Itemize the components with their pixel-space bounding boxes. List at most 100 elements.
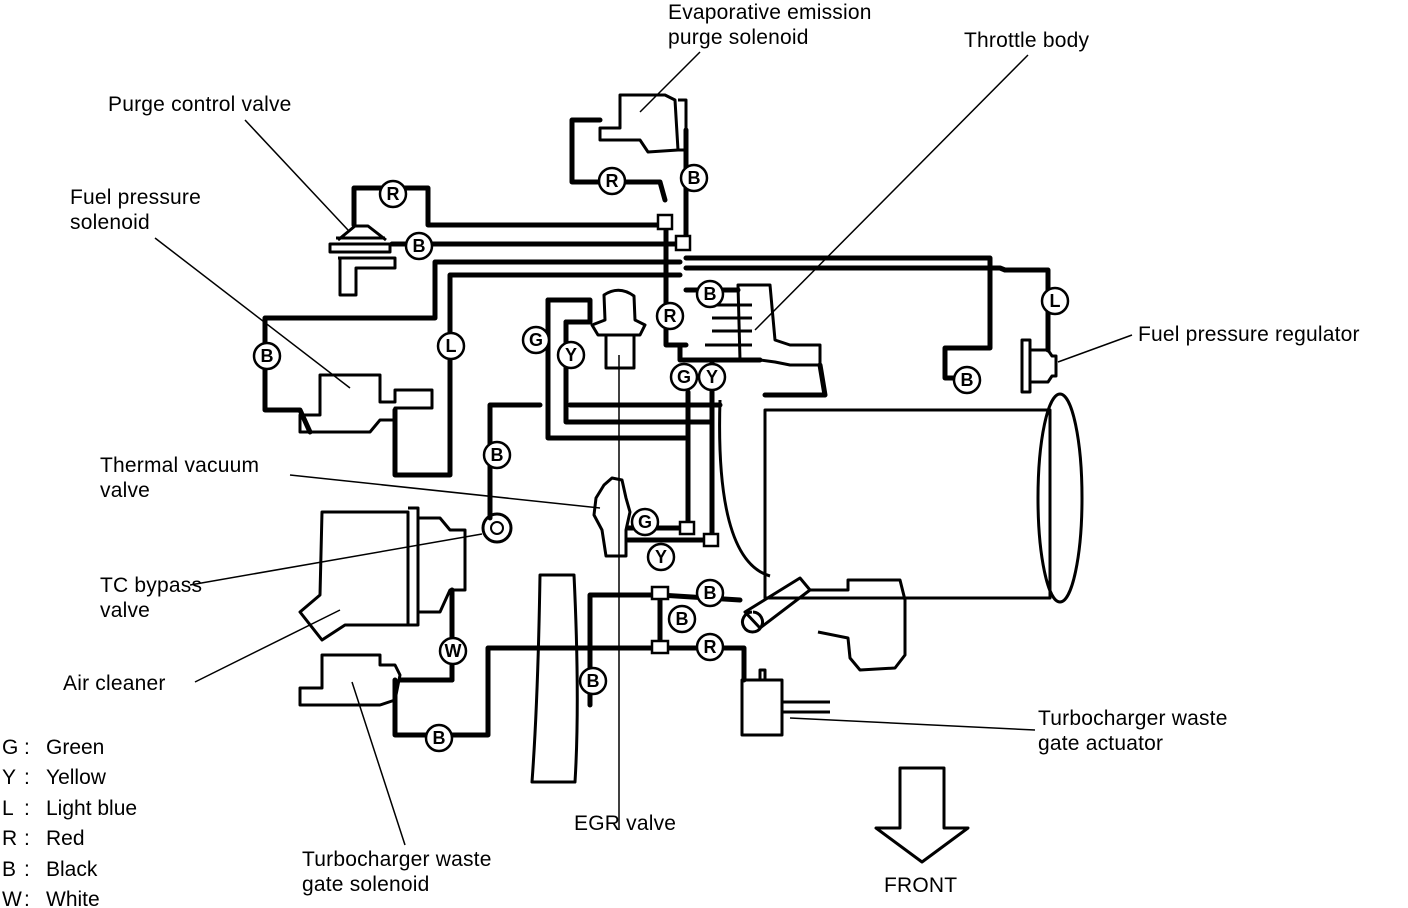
- turbocharger: [741, 576, 907, 672]
- throttle-body: [736, 283, 822, 367]
- label-front: FRONT: [884, 874, 957, 897]
- svg-text:Light blue: Light blue: [46, 797, 137, 820]
- hose-l-vertical: [392, 272, 683, 478]
- hose-tag: B: [695, 279, 725, 309]
- svg-text::: :: [24, 797, 30, 820]
- label-purge-control-valve: Purge control valve: [108, 93, 292, 116]
- svg-text:G: G: [638, 512, 652, 532]
- svg-text:B: B: [413, 236, 426, 256]
- hose-tag: W: [438, 636, 468, 666]
- label-thermal-line1: Thermal vacuum: [100, 454, 259, 477]
- intake-plenum: [718, 399, 1052, 600]
- svg-text:Y: Y: [655, 547, 667, 567]
- label-egr-valve: EGR valve: [574, 812, 676, 835]
- hose-tag: B: [667, 604, 697, 634]
- svg-text::: :: [24, 827, 30, 850]
- svg-text:R: R: [704, 637, 717, 657]
- svg-text:Yellow: Yellow: [46, 766, 107, 789]
- components: [298, 93, 1084, 830]
- svg-text:B: B: [587, 671, 600, 691]
- legend-row: R : Red: [2, 827, 85, 850]
- hose-turbo-b-loop: [587, 592, 663, 708]
- color-legend: G : Green Y : Yellow L : Light blue R : …: [2, 736, 137, 908]
- svg-text:B: B: [676, 609, 689, 629]
- svg-text:B: B: [704, 583, 717, 603]
- svg-text:L: L: [2, 797, 14, 820]
- svg-text:Y: Y: [565, 345, 577, 365]
- svg-text:W: W: [445, 641, 462, 661]
- svg-text:Green: Green: [46, 736, 104, 759]
- svg-text:Y: Y: [706, 367, 718, 387]
- hose-tag: G: [669, 362, 699, 392]
- waste-gate-solenoid: [298, 653, 402, 707]
- vacuum-hoses: [262, 117, 1051, 738]
- hose-wg-solenoid-b: [392, 645, 747, 738]
- hose-tags: R B B R B R L B G Y G Y B L B B G Y B B …: [252, 163, 1070, 753]
- legend-row: Y : Yellow: [2, 766, 107, 789]
- hose-tag: R: [655, 301, 685, 331]
- svg-text:R: R: [2, 827, 17, 850]
- hose-tag: Y: [646, 542, 676, 572]
- thermal-vacuum-valve: [592, 476, 632, 558]
- evap-purge-solenoid: [598, 93, 688, 154]
- exhaust-manifold: [530, 573, 579, 784]
- tee-fitting: [650, 585, 670, 601]
- hose-tag: B: [404, 231, 434, 261]
- hose-tag: B: [578, 666, 608, 696]
- legend-row: G : Green: [2, 736, 104, 759]
- plenum-end-cap: [1036, 392, 1084, 604]
- hose-right-drop: [762, 362, 828, 398]
- svg-text:B: B: [961, 370, 974, 390]
- hose-tag: G: [521, 325, 551, 355]
- hose-tag: B: [424, 723, 454, 753]
- svg-text:B: B: [433, 728, 446, 748]
- tc-bypass-valve: [481, 512, 513, 544]
- hose-tag: L: [1040, 286, 1070, 316]
- label-wg-solenoid-line2: gate solenoid: [302, 873, 430, 896]
- legend-row: L : Light blue: [2, 797, 137, 820]
- svg-text:B: B: [491, 445, 504, 465]
- tee-fitting: [650, 639, 670, 655]
- legend-row: W : White: [2, 888, 100, 908]
- tee-fitting: [656, 213, 674, 231]
- purge-control-valve: [328, 224, 397, 297]
- label-wg-actuator-line2: gate actuator: [1038, 732, 1163, 755]
- label-tc-bypass-line1: TC bypass: [100, 574, 202, 597]
- hose-tag: B: [679, 163, 709, 193]
- label-wg-solenoid-line1: Turbocharger waste: [302, 848, 492, 871]
- fuel-pressure-regulator: [1020, 338, 1058, 394]
- hose-tag: R: [695, 632, 725, 662]
- svg-text:L: L: [446, 336, 457, 356]
- label-thermal-line2: valve: [100, 479, 150, 502]
- svg-text:G: G: [529, 330, 543, 350]
- hose-purge-r: [351, 185, 663, 228]
- svg-text:B: B: [688, 168, 701, 188]
- label-evap-line2: purge solenoid: [668, 26, 809, 49]
- svg-text:White: White: [46, 888, 100, 908]
- svg-text:R: R: [664, 306, 677, 326]
- svg-text:R: R: [387, 184, 400, 204]
- svg-text:L: L: [1050, 291, 1061, 311]
- hose-tag: R: [378, 179, 408, 209]
- tee-fittings: [650, 213, 720, 655]
- svg-text::: :: [24, 736, 30, 759]
- hose-fuel-sol-b: [262, 259, 683, 435]
- label-fuel-solenoid-line1: Fuel pressure: [70, 186, 201, 209]
- tee-fitting: [702, 532, 720, 548]
- hose-tag: B: [695, 578, 725, 608]
- hose-tag: B: [482, 440, 512, 470]
- hose-tag: L: [436, 331, 466, 361]
- svg-text:Black: Black: [46, 858, 98, 881]
- svg-text:Y: Y: [2, 766, 16, 789]
- hose-l-regulator: [1002, 267, 1051, 353]
- hose-egr-feed: [545, 297, 593, 325]
- hose-evap-loop: [569, 117, 668, 203]
- svg-text:W: W: [2, 888, 22, 908]
- label-fuel-solenoid-line2: solenoid: [70, 211, 150, 234]
- label-air-cleaner: Air cleaner: [63, 672, 166, 695]
- air-cleaner: [298, 506, 467, 642]
- svg-text:B: B: [261, 346, 274, 366]
- tee-fitting: [674, 234, 692, 252]
- hose-tag: B: [252, 341, 282, 371]
- hose-tag: B: [952, 365, 982, 395]
